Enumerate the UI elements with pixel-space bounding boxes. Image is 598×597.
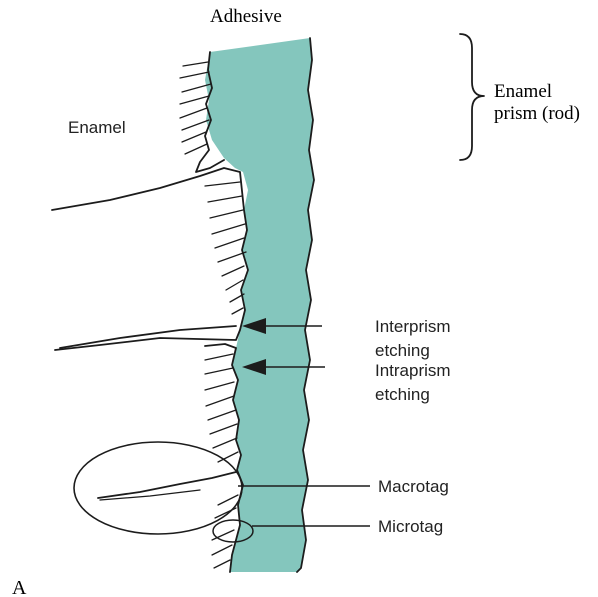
prism-lower-hatching xyxy=(205,354,238,568)
enamel-prism-lower xyxy=(205,344,243,572)
interprism-label-line1: Interprism xyxy=(375,317,451,336)
macrotag-label: Macrotag xyxy=(378,477,449,496)
enamel-prism-label-line2: prism (rod) xyxy=(494,103,580,124)
microtag-label: Microtag xyxy=(378,517,443,536)
intraprism-label-line2: etching xyxy=(375,385,430,404)
enamel-prism-label-line1: Enamel xyxy=(494,81,552,102)
prism-middle-hatching xyxy=(205,182,246,314)
adhesive-label: Adhesive xyxy=(210,6,282,27)
enamel-label: Enamel xyxy=(68,118,126,137)
panel-label: A xyxy=(12,577,27,597)
intraprism-label-line1: Intraprism xyxy=(375,361,451,380)
enamel-prism-middle-top xyxy=(52,168,248,350)
interprism-label-line2: etching xyxy=(375,341,430,360)
adhesive-layer xyxy=(205,38,314,572)
prism-brace xyxy=(460,34,484,160)
